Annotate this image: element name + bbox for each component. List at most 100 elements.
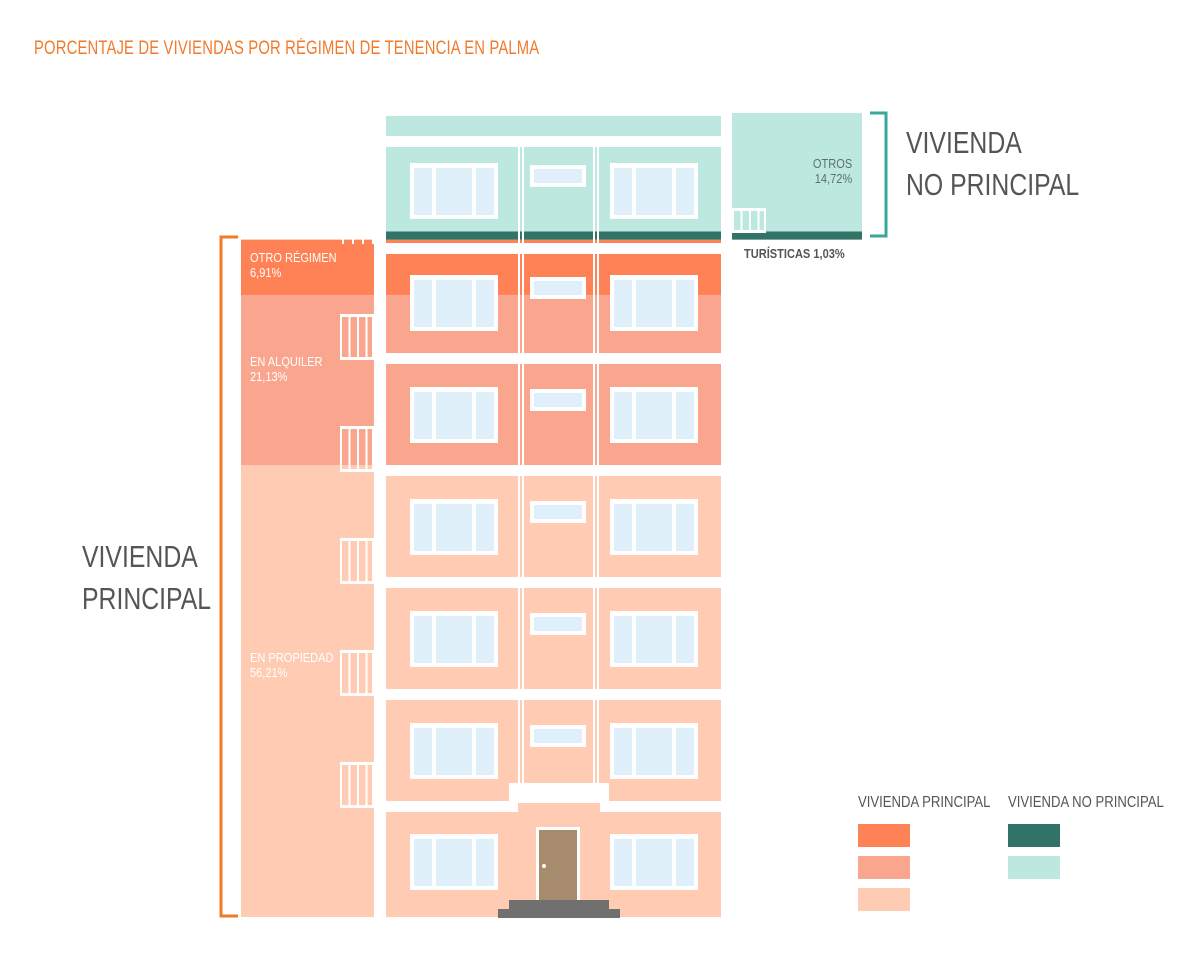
balcony-left-3 [340, 538, 374, 584]
legend-swatch-turisticas [1008, 824, 1060, 847]
window-pane [636, 839, 672, 886]
balcony-bar [732, 208, 734, 233]
window-pane [676, 168, 694, 215]
window-pane [676, 504, 694, 551]
window-pane [436, 392, 472, 439]
balcony-annex [732, 208, 766, 233]
column-segment-en-alquiler [241, 295, 374, 466]
window-2-left [410, 275, 498, 331]
balcony-bar [365, 762, 368, 808]
segment-value-en-propiedad: 56,21% [250, 665, 288, 680]
window-6-right [610, 723, 698, 779]
floor-band [386, 353, 721, 364]
entrance-canopy [509, 783, 609, 803]
balcony-bar [764, 208, 766, 233]
balcony-bar [342, 236, 344, 244]
window-2-right [610, 275, 698, 331]
window-pane [436, 728, 472, 775]
balcony-bar [372, 650, 374, 696]
window-pane [614, 280, 632, 327]
balcony-bar [348, 650, 351, 696]
segment-name-otro-regimen: OTRO RÉGIMEN [250, 250, 337, 265]
balcony-bar [352, 236, 354, 244]
group-label-no-principal: VIVIENDA NO PRINCIPAL [906, 122, 1079, 206]
legend-swatch-en-alquiler [858, 856, 910, 879]
balcony-bar [365, 426, 368, 472]
window-pane [476, 839, 494, 886]
stair-window-pane [534, 169, 582, 183]
annex-segment-otros [732, 113, 862, 232]
segment-name-en-alquiler: EN ALQUILER [250, 354, 323, 369]
roof-band [386, 136, 721, 140]
legend-swatch-en-propiedad [858, 888, 910, 911]
window-4-left [410, 499, 498, 555]
window-6-left [410, 723, 498, 779]
balcony-bar [365, 650, 368, 696]
window-pane [676, 839, 694, 886]
balcony-bar [340, 650, 342, 696]
window-1-left [410, 163, 498, 219]
entrance-step-lower [498, 909, 620, 918]
stair-window-pane [534, 617, 582, 631]
balcony-bar [357, 650, 359, 696]
window-pane [636, 392, 672, 439]
balcony-bar [372, 426, 374, 472]
group-label-principal-line1: VIVIENDA [82, 539, 198, 574]
window-pane [614, 504, 632, 551]
stair-window-pane [534, 505, 582, 519]
segment-label-otro-regimen: OTRO RÉGIMEN 6,91% [250, 250, 337, 280]
column-segment-otro-regimen [241, 239, 374, 296]
window-pane [614, 168, 632, 215]
window-pane [636, 728, 672, 775]
stairwell-line [518, 138, 520, 788]
floor-band [386, 689, 721, 700]
balcony-bar [340, 314, 342, 360]
balcony-bar [365, 314, 368, 360]
window-pane [614, 728, 632, 775]
window-5-right [610, 611, 698, 667]
floor-band [386, 465, 721, 476]
balcony-bar [749, 208, 751, 233]
stair-window-3 [530, 389, 586, 411]
balcony-bar [340, 426, 342, 472]
segment-label-en-alquiler: EN ALQUILER 21,13% [250, 354, 322, 384]
chart-title: PORCENTAJE DE VIVIENDAS POR RÉGIMEN DE T… [34, 38, 540, 59]
balcony-bar [340, 762, 342, 808]
window-pane [414, 168, 432, 215]
stairwell-line [593, 138, 595, 788]
balcony-top-rail [342, 236, 374, 244]
balcony-bar [340, 538, 342, 584]
stair-window-5 [530, 613, 586, 635]
column-segment-en-propiedad [241, 465, 374, 917]
window-pane [436, 280, 472, 327]
bracket-no-principal [870, 111, 888, 238]
balcony-rail [342, 236, 374, 238]
balcony-bar [348, 538, 351, 584]
balcony-bar [357, 762, 359, 808]
legend-swatch-otros [1008, 856, 1060, 879]
balcony-bar [372, 236, 374, 244]
balcony-bar [362, 236, 364, 244]
stair-window-6 [530, 725, 586, 747]
segment-name-en-propiedad: EN PROPIEDAD [250, 650, 334, 665]
window-pane [414, 504, 432, 551]
balcony-bar [365, 538, 368, 584]
window-pane [476, 728, 494, 775]
window-pane [476, 168, 494, 215]
window-5-left [410, 611, 498, 667]
balcony-bar [348, 762, 351, 808]
legend-title-no-principal: VIVIENDA NO PRINCIPAL [1008, 794, 1164, 811]
window-pane [414, 728, 432, 775]
window-pane [676, 280, 694, 327]
window-pane [614, 392, 632, 439]
balcony-bar [740, 208, 743, 233]
balcony-left-1 [340, 314, 374, 360]
window-3-right [610, 387, 698, 443]
window-pane [414, 616, 432, 663]
balcony-left-2 [340, 426, 374, 472]
balcony-left-4 [340, 650, 374, 696]
window-pane [414, 392, 432, 439]
balcony-left-5 [340, 762, 374, 808]
stair-window-1 [530, 165, 586, 187]
